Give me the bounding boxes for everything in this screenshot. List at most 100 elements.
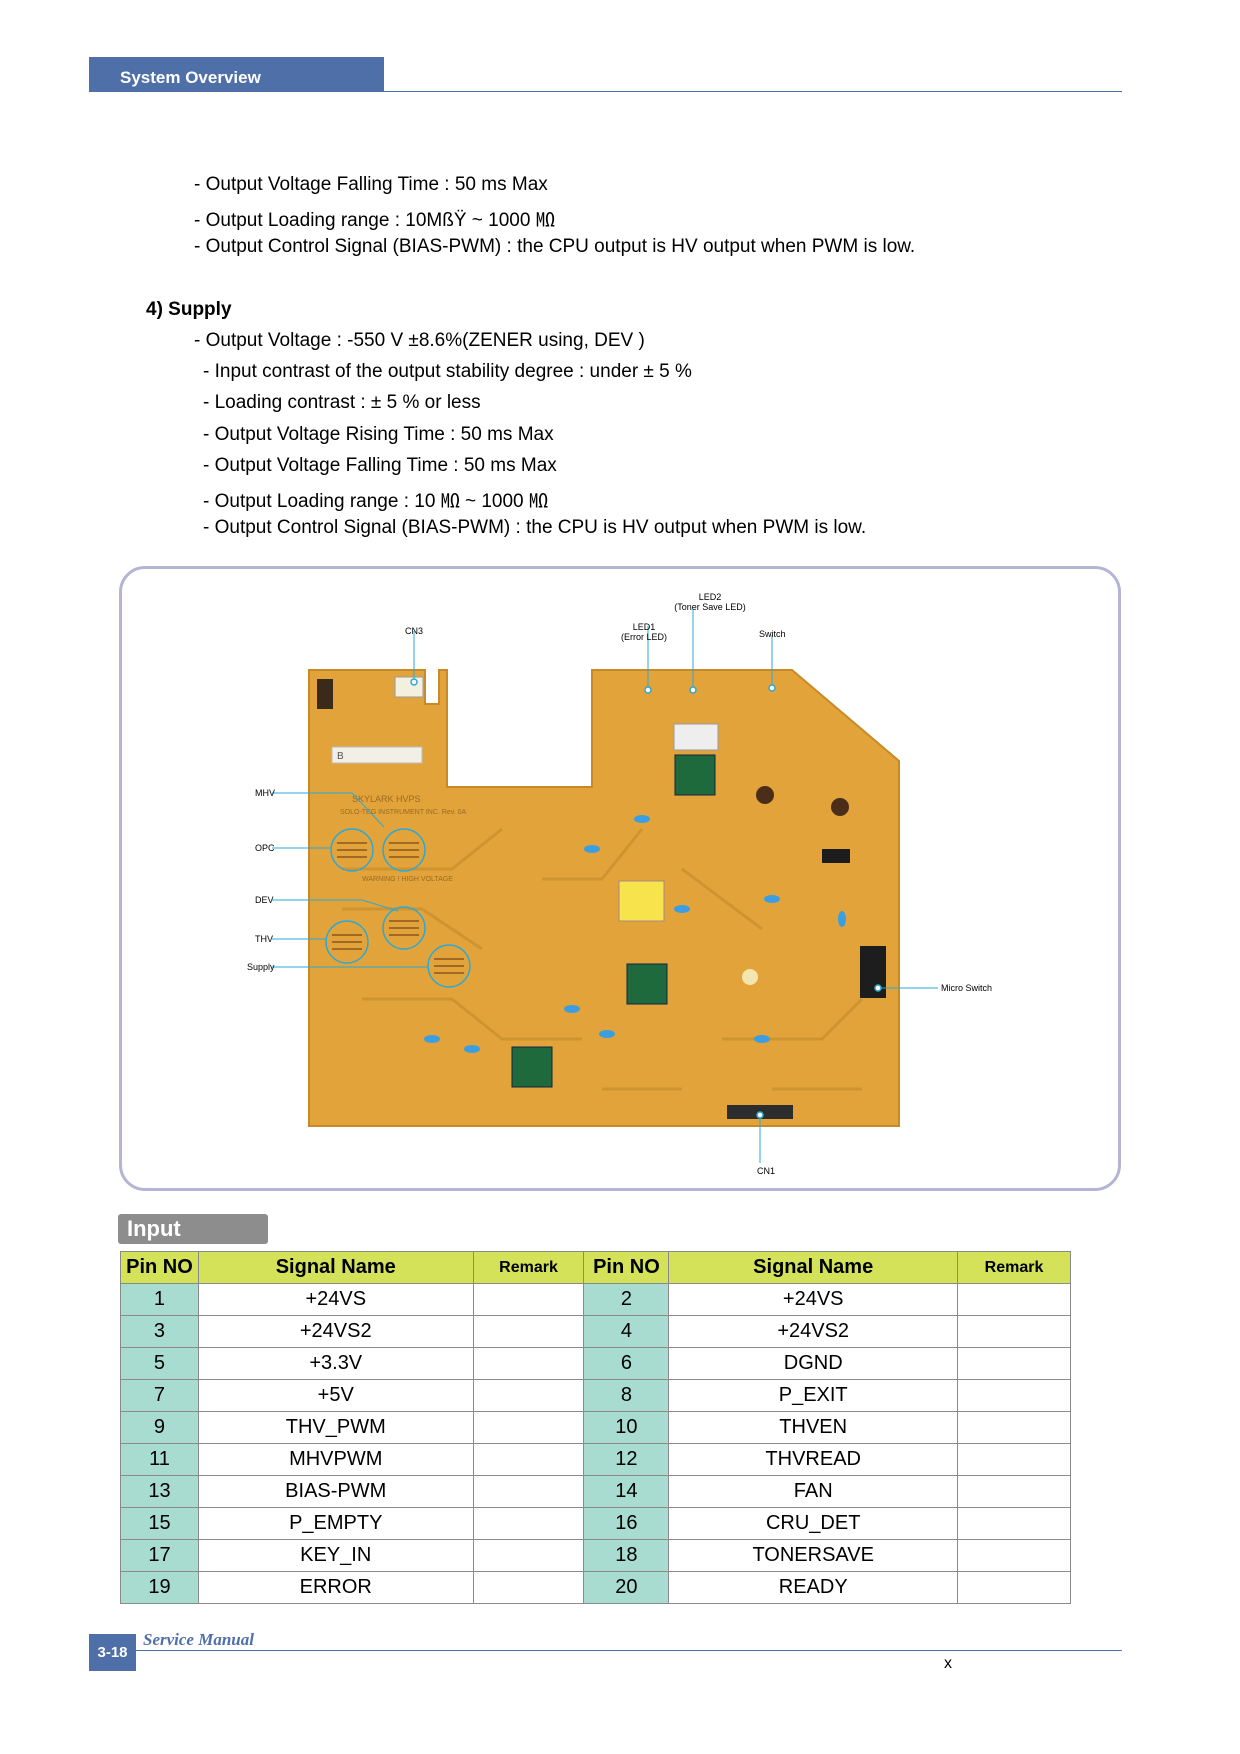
remark-cell xyxy=(472,1283,585,1316)
header-rule xyxy=(89,91,1122,92)
signal-cell: P_EMPTY xyxy=(197,1507,474,1540)
pcb-illustration: B SKYLARK HVPS SOLO-TEG INSTRUMENT INC. … xyxy=(272,609,938,1163)
board-diagram: B SKYLARK HVPS SOLO-TEG INSTRUMENT INC. … xyxy=(119,566,1121,1191)
signal-cell: CRU_DET xyxy=(668,1507,959,1540)
pin-cell: 12 xyxy=(583,1443,670,1476)
label-supply: Supply xyxy=(247,962,275,972)
supply-heading: 4) Supply xyxy=(146,299,232,320)
pin-cell: 8 xyxy=(583,1379,670,1412)
pin-cell: 11 xyxy=(120,1443,199,1476)
label-switch: Switch xyxy=(759,629,786,639)
signal-cell: TONERSAVE xyxy=(668,1539,959,1572)
spec-line: - Output Loading range : 10 ㏁ ~ 1000 ㏁ xyxy=(203,491,548,512)
board-warning: WARNING ! HIGH VOLTAGE xyxy=(362,876,453,883)
remark-cell xyxy=(957,1315,1071,1348)
signal-cell: READY xyxy=(668,1571,959,1604)
spec-line: - Output Control Signal (BIAS-PWM) : the… xyxy=(194,236,916,257)
remark-cell xyxy=(472,1411,585,1444)
remark-cell xyxy=(957,1571,1071,1604)
spec-line: - Output Voltage : -550 V ±8.6%(ZENER us… xyxy=(194,330,645,351)
section-header-tab: System Overview xyxy=(89,57,384,92)
board-silkscreen: SKYLARK HVPS xyxy=(352,794,421,804)
section-title: System Overview xyxy=(120,68,261,87)
table-header-row: Pin NO Signal Name Remark Pin NO Signal … xyxy=(120,1251,1071,1284)
pin-cell: 3 xyxy=(120,1315,199,1348)
component xyxy=(317,679,333,709)
signal-cell: THVEN xyxy=(668,1411,959,1444)
capacitor xyxy=(756,786,774,804)
pin-cell: 5 xyxy=(120,1347,199,1380)
spec-line: - Input contrast of the output stability… xyxy=(203,361,692,382)
remark-cell xyxy=(472,1347,585,1380)
signal-cell: KEY_IN xyxy=(197,1539,474,1572)
signal-cell: +5V xyxy=(197,1379,474,1412)
cn3-connector xyxy=(394,676,424,698)
col-header-signal: Signal Name xyxy=(668,1251,959,1284)
signal-cell: MHVPWM xyxy=(197,1443,474,1476)
pcb-board xyxy=(308,669,900,1127)
board-sticker-label: B xyxy=(337,751,344,762)
remark-cell xyxy=(472,1571,585,1604)
board-silkscreen: SOLO-TEG INSTRUMENT INC. Rev. 0A xyxy=(340,809,466,816)
spec-line: - Output Voltage Falling Time : 50 ms Ma… xyxy=(203,455,557,476)
footer-rule xyxy=(136,1650,1122,1651)
remark-cell xyxy=(472,1315,585,1348)
signal-cell: +3.3V xyxy=(197,1347,474,1380)
page-number: 3-18 xyxy=(89,1634,136,1671)
pin-cell: 2 xyxy=(583,1283,670,1316)
remark-cell xyxy=(472,1507,585,1540)
manual-title: Service Manual xyxy=(143,1630,254,1649)
transformer xyxy=(511,1046,553,1088)
pin-cell: 17 xyxy=(120,1539,199,1572)
signal-cell: +24VS xyxy=(197,1283,474,1316)
pin-cell: 20 xyxy=(583,1571,670,1604)
remark-cell xyxy=(472,1475,585,1508)
label-thv: THV xyxy=(255,934,273,944)
pin-cell: 18 xyxy=(583,1539,670,1572)
spec-line: - Output Voltage Rising Time : 50 ms Max xyxy=(203,424,554,445)
pin-cell: 13 xyxy=(120,1475,199,1508)
remark-cell xyxy=(957,1475,1071,1508)
remark-cell xyxy=(957,1539,1071,1572)
transformer xyxy=(673,723,719,751)
remark-cell xyxy=(957,1283,1071,1316)
remark-cell xyxy=(472,1379,585,1412)
transformer xyxy=(618,880,665,922)
signal-cell: DGND xyxy=(668,1347,959,1380)
pin-table: Pin NO Signal Name Remark Pin NO Signal … xyxy=(120,1251,1071,1604)
signal-cell: ERROR xyxy=(197,1571,474,1604)
pin-cell: 1 xyxy=(120,1283,199,1316)
label-dev: DEV xyxy=(255,895,274,905)
spec-line: - Output Control Signal (BIAS-PWM) : the… xyxy=(203,517,867,538)
col-header-remark: Remark xyxy=(472,1251,585,1284)
col-header-pin: Pin NO xyxy=(120,1251,199,1284)
label-cn1: CN1 xyxy=(757,1166,776,1176)
signal-cell: BIAS-PWM xyxy=(197,1475,474,1508)
transformer xyxy=(626,963,668,1005)
signal-cell: +24VS2 xyxy=(668,1315,959,1348)
pin-cell: 19 xyxy=(120,1571,199,1604)
label-micro-switch: Micro Switch xyxy=(941,983,993,993)
remark-cell xyxy=(957,1347,1071,1380)
input-section-label: Input xyxy=(118,1214,268,1244)
component xyxy=(822,849,850,863)
label-cn3: CN3 xyxy=(405,626,424,636)
col-header-pin: Pin NO xyxy=(583,1251,670,1284)
signal-cell: THV_PWM xyxy=(197,1411,474,1444)
transformer xyxy=(674,754,716,796)
remark-cell xyxy=(472,1443,585,1476)
spec-line: - Output Loading range : 10MßŸ ~ 1000 ㏁ xyxy=(194,210,555,231)
pin-cell: 4 xyxy=(583,1315,670,1348)
remark-cell xyxy=(472,1539,585,1572)
pin-cell: 6 xyxy=(583,1347,670,1380)
pin-cell: 7 xyxy=(120,1379,199,1412)
signal-cell: +24VS xyxy=(668,1283,959,1316)
